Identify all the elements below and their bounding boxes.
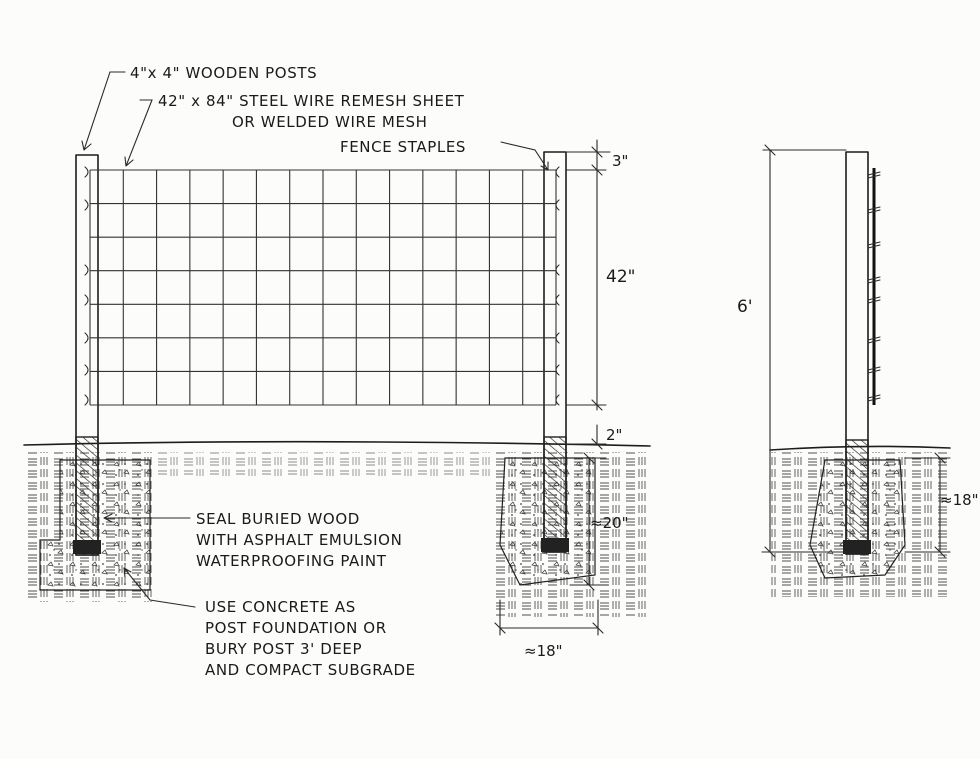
side-staple-icon [867, 276, 881, 284]
staple-icon [555, 332, 560, 344]
fence-staples [84, 166, 560, 406]
side-staple-icon [867, 206, 881, 214]
concrete-label-line2: POST FOUNDATION OR [205, 619, 387, 637]
dim-front-depth: ≈20" [590, 514, 629, 532]
posts-label: 4"x 4" WOODEN POSTS [130, 64, 317, 82]
side-staple-icon [867, 296, 881, 304]
side-staple-icon [867, 336, 881, 344]
left-post-buried [75, 436, 99, 556]
staple-icon [555, 199, 560, 211]
staple-icon [84, 364, 89, 376]
dim-ticks-front [494, 146, 604, 634]
side-dim-lines [761, 149, 951, 553]
staple-icon [84, 394, 89, 406]
concrete-label-line3: BURY POST 3' DEEP [205, 640, 362, 658]
seal-label-line3: WATERPROOFING PAINT [196, 552, 387, 570]
concrete-label-line1: USE CONCRETE AS [205, 598, 356, 616]
seal-leader [103, 513, 191, 523]
side-staple-icon [867, 241, 881, 249]
dim-side-height: 6' [737, 297, 753, 317]
mesh-label-line2: OR WELDED WIRE MESH [232, 113, 428, 131]
side-staple-icon [867, 366, 881, 374]
staple-icon [84, 294, 89, 306]
right-post-buried [543, 436, 567, 553]
seal-label-line1: SEAL BURIED WOOD [196, 510, 360, 528]
soil-middle [158, 452, 490, 476]
staples-label: FENCE STAPLES [340, 138, 466, 156]
side-post-base [843, 540, 871, 554]
seal-label-line2: WITH ASPHALT EMULSION [196, 531, 402, 549]
concrete-label-line4: AND COMPACT SUBGRADE [205, 661, 416, 679]
concrete-leader [123, 567, 196, 608]
staple-icon [555, 294, 560, 306]
staples-leader [500, 141, 549, 171]
posts-leader [81, 71, 126, 151]
dim-top-gap: 3" [612, 152, 628, 170]
staple-icon [84, 166, 89, 178]
mesh-label-line1: 42" x 84" STEEL WIRE REMESH SHEET [158, 92, 465, 110]
side-section [761, 144, 951, 597]
staple-icon [555, 364, 560, 376]
mesh-leader [124, 99, 153, 167]
staple-icon [555, 166, 560, 178]
staple-icon [555, 264, 560, 276]
dim-side-depth: ≈18" [940, 491, 979, 509]
staple-icon [84, 264, 89, 276]
dim-mesh-height: 42" [606, 267, 635, 287]
staple-icon [84, 332, 89, 344]
right-post-base [541, 538, 569, 552]
staple-icon [555, 394, 560, 406]
staple-icon [84, 199, 89, 211]
side-staples [867, 171, 881, 402]
side-post-buried [845, 439, 869, 555]
front-elevation [23, 71, 651, 636]
dim-ground-gap: 2" [606, 426, 622, 444]
side-staple-icon [867, 394, 881, 402]
side-dim-ticks [764, 144, 946, 558]
wire-mesh-sheet [89, 169, 557, 406]
dim-front-width: ≈18" [524, 642, 563, 660]
left-post-base [73, 540, 101, 554]
side-staple-icon [867, 171, 881, 179]
